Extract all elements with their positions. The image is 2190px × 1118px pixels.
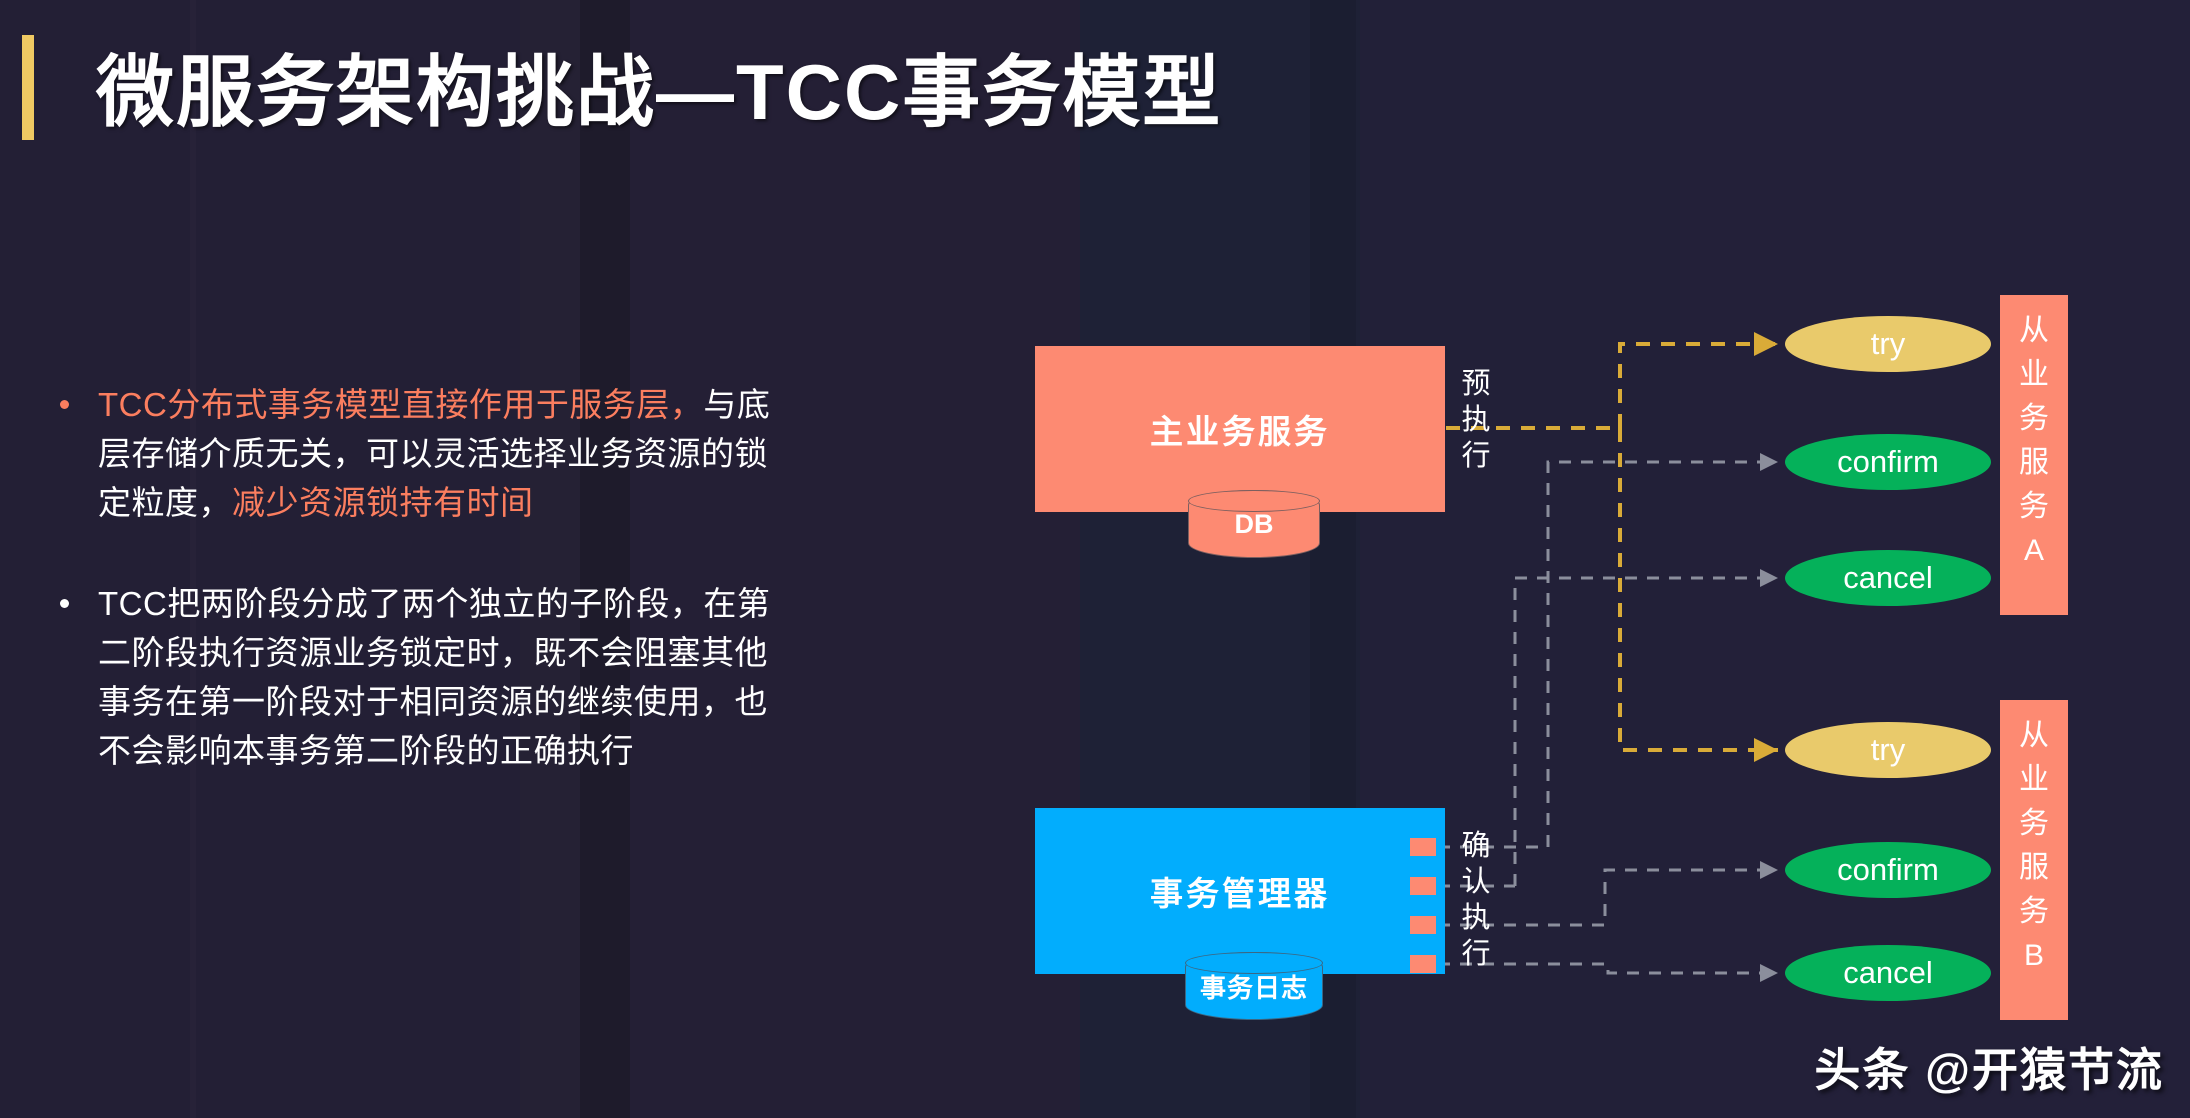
bullet-dot: [60, 400, 69, 409]
db-cylinder: DB: [1188, 490, 1320, 558]
service-b-confirm-label: confirm: [1837, 852, 1939, 887]
transaction-log-label: 事务日志: [1199, 972, 1308, 1003]
slave-service-b-box[interactable]: 从 业 务 服 务 B: [2000, 700, 2068, 1020]
service-b-try-ellipse[interactable]: try: [1785, 722, 1991, 778]
service-a-confirm-ellipse[interactable]: confirm: [1785, 434, 1991, 490]
main-business-service-box[interactable]: 主业务服务: [1035, 346, 1445, 512]
slave-service-b-char-4: 务: [2019, 895, 2049, 928]
transaction-manager-box[interactable]: 事务管理器: [1035, 808, 1445, 974]
title-accent-bar: [22, 35, 34, 140]
tx-connector-square-3: [1410, 916, 1436, 934]
pre-execute-label: 预执行: [1461, 368, 1491, 472]
slave-service-a-char-2: 务: [2019, 402, 2049, 435]
bullet-item-1: TCC分布式事务模型直接作用于服务层，与底层存储介质无关，可以灵活选择业务资源的…: [46, 380, 786, 527]
transaction-log-cylinder: 事务日志: [1185, 952, 1323, 1020]
service-b-confirm-ellipse[interactable]: confirm: [1785, 842, 1991, 898]
slave-service-a-box[interactable]: 从 业 务 服 务 A: [2000, 295, 2068, 615]
slave-service-a-char-5: A: [2023, 534, 2044, 567]
confirm-execute-label: 确认执行: [1461, 830, 1491, 970]
slave-service-b-char-3: 服: [2019, 851, 2049, 884]
tx-connector-square-2: [1410, 877, 1436, 895]
service-b-try-label: try: [1870, 732, 1906, 767]
main-business-service-label: 主业务服务: [1150, 413, 1330, 450]
slave-service-b-char-1: 业: [2019, 763, 2049, 796]
bullet-item-2: TCC把两阶段分成了两个独立的子阶段，在第二阶段执行资源业务锁定时，既不会阻塞其…: [46, 579, 786, 775]
slave-service-b-char-2: 务: [2019, 807, 2049, 840]
service-a-confirm-label: confirm: [1837, 444, 1939, 479]
slave-service-a-char-0: 从: [2019, 314, 2049, 347]
text-segment-0: TCC分布式事务模型直接作用于服务层，: [98, 386, 704, 423]
slave-service-b-char-0: 从: [2019, 719, 2049, 752]
slave-service-b-char-5: B: [2023, 939, 2044, 972]
service-a-cancel-ellipse[interactable]: cancel: [1785, 550, 1991, 606]
service-a-try-ellipse[interactable]: try: [1785, 316, 1991, 372]
watermark: 头条 @开猿节流: [1814, 1044, 2164, 1096]
bullet-list: TCC分布式事务模型直接作用于服务层，与底层存储介质无关，可以灵活选择业务资源的…: [46, 380, 786, 827]
service-b-cancel-ellipse[interactable]: cancel: [1785, 945, 1991, 1001]
page-title: 微服务架构挑战—TCC事务模型: [96, 48, 1223, 136]
tx-connector-square-4: [1410, 955, 1436, 973]
service-b-cancel-label: cancel: [1843, 955, 1933, 990]
tx-connector-square-1: [1410, 838, 1436, 856]
text-segment-2: 减少资源锁持有时间: [232, 484, 534, 521]
text-segment-0: TCC把两阶段分成了两个独立的子阶段，在第二阶段执行资源业务锁定时，既不会阻塞其…: [98, 585, 771, 769]
text-segment-1: 与底层存储介质无关，可以灵活选择业务资源的锁定粒度，: [98, 386, 771, 521]
db-cylinder-label: DB: [1234, 508, 1274, 539]
service-a-try-label: try: [1870, 326, 1906, 361]
bullet-dot: [60, 599, 69, 608]
bullet-text-1: TCC分布式事务模型直接作用于服务层，与底层存储介质无关，可以灵活选择业务资源的…: [98, 386, 770, 521]
slave-service-a-char-4: 务: [2019, 490, 2049, 523]
bullet-text-2: TCC把两阶段分成了两个独立的子阶段，在第二阶段执行资源业务锁定时，既不会阻塞其…: [98, 585, 770, 769]
slave-service-a-char-1: 业: [2019, 358, 2049, 391]
transaction-manager-label: 事务管理器: [1150, 875, 1330, 912]
slave-service-a-char-3: 服: [2019, 446, 2049, 479]
service-a-cancel-label: cancel: [1843, 560, 1933, 595]
